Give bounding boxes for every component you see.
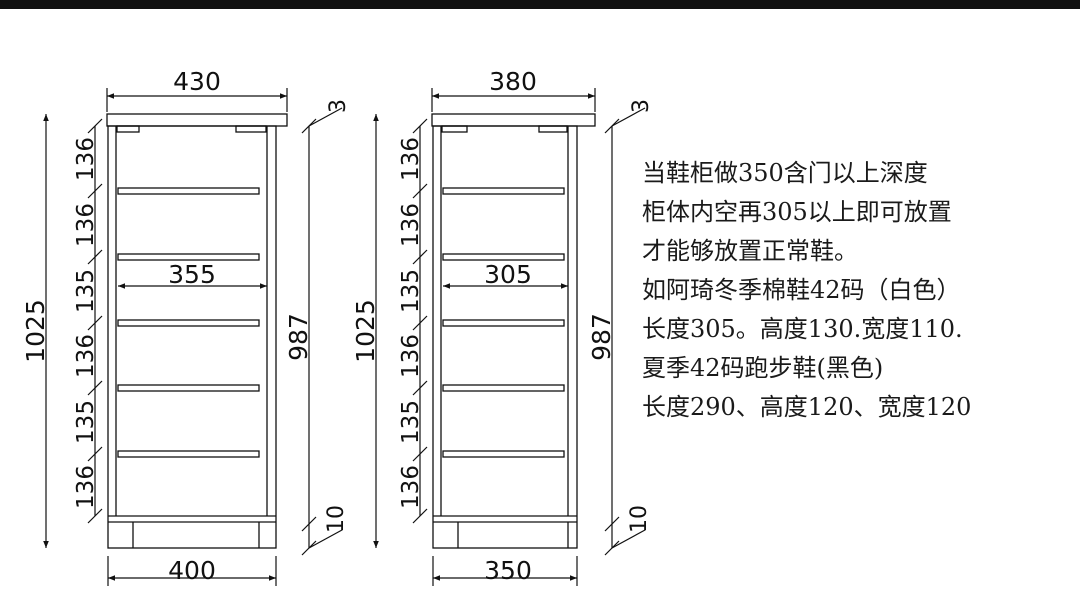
cabinet-a-shelf — [117, 253, 260, 261]
cabinet-a-shelf — [117, 187, 260, 195]
note-line: 柜体内空再305以上即可放置 — [642, 198, 952, 226]
cabinet-b-shelf-spacing: 135 — [398, 269, 424, 313]
cabinet-a-shelf — [117, 450, 260, 458]
cabinet-b-dimension-labels: 380 305 350 1025 987 3 10 136 136 135 13… — [351, 67, 654, 585]
cabinet-b-base-height: 10 — [627, 505, 652, 533]
note-line: 如阿琦冬季棉鞋42码（白色） — [642, 276, 961, 304]
cabinet-a-shelf-spacing: 135 — [73, 400, 99, 444]
cabinet-a-total-height: 1025 — [21, 299, 50, 363]
cabinet-b-top-thickness: 3 — [629, 99, 654, 113]
cabinet-a-dimension-labels: 430 355 400 1025 987 3 10 136 136 135 13… — [21, 67, 351, 585]
cabinet-a-dimensions — [43, 88, 343, 586]
cabinet-b-top-tab — [538, 125, 568, 133]
cabinet-b-inner-width: 305 — [484, 260, 532, 289]
cabinet-a-shelf-spacing: 136 — [73, 465, 99, 509]
cabinet-a-top-board — [106, 113, 288, 127]
cabinet-a-shelf — [117, 319, 260, 327]
cabinet-a-shelf-spacing: 135 — [73, 269, 99, 313]
cabinet-a-top-tab — [235, 125, 267, 133]
cabinet-b-top-board — [431, 113, 596, 127]
note-line: 长度305。高度130.宽度110. — [642, 315, 963, 343]
cabinet-b-total-height: 1025 — [351, 299, 380, 363]
cabinet-b — [431, 113, 596, 549]
cabinet-b-top-tab — [441, 125, 468, 133]
note-line: 才能够放置正常鞋。 — [642, 237, 858, 265]
cabinet-a-shelf-spacing: 136 — [73, 137, 99, 181]
cabinet-b-shelf-spacing: 136 — [398, 137, 424, 181]
cabinet-a — [106, 113, 288, 549]
cabinet-b-shelf-spacing: 136 — [398, 203, 424, 247]
cabinet-a-shelf-spacing: 136 — [73, 334, 99, 378]
cabinet-a-base-height: 10 — [324, 505, 349, 533]
cabinet-b-dimensions — [373, 88, 646, 586]
top-bar — [0, 0, 1080, 9]
notes-panel: 当鞋柜做350含门以上深度 柜体内空再305以上即可放置 才能够放置正常鞋。 如… — [642, 154, 1072, 427]
note-line: 当鞋柜做350含门以上深度 — [642, 159, 928, 187]
cabinet-b-shelf — [442, 384, 565, 392]
cabinet-b-body — [432, 125, 578, 549]
cabinet-a-shelf-spacing: 136 — [73, 203, 99, 247]
cabinet-b-shelf-spacing: 135 — [398, 400, 424, 444]
cabinet-a-top-tab — [116, 125, 140, 133]
cabinet-b-shelf — [442, 187, 565, 195]
cabinet-a-base-width: 400 — [168, 556, 216, 585]
cabinet-a-shelf — [117, 384, 260, 392]
cabinet-a-body — [107, 125, 277, 549]
cabinet-b-body-height: 987 — [587, 313, 616, 361]
cabinet-b-base-width: 350 — [484, 556, 532, 585]
note-line: 长度290、高度120、宽度120 — [642, 393, 972, 421]
cabinet-b-shelf-spacing: 136 — [398, 465, 424, 509]
cabinet-b-top-width: 380 — [489, 67, 537, 96]
note-line: 夏季42码跑步鞋(黑色) — [642, 354, 884, 382]
cabinet-a-inner-width: 355 — [168, 260, 216, 289]
cabinet-a-body-height: 987 — [284, 313, 313, 361]
cabinet-b-shelf — [442, 253, 565, 261]
cabinet-b-shelf-spacing: 136 — [398, 334, 424, 378]
cabinet-a-top-thickness: 3 — [326, 99, 351, 113]
cabinet-a-top-width: 430 — [173, 67, 221, 96]
cabinet-b-shelf — [442, 319, 565, 327]
cabinet-b-shelf — [442, 450, 565, 458]
